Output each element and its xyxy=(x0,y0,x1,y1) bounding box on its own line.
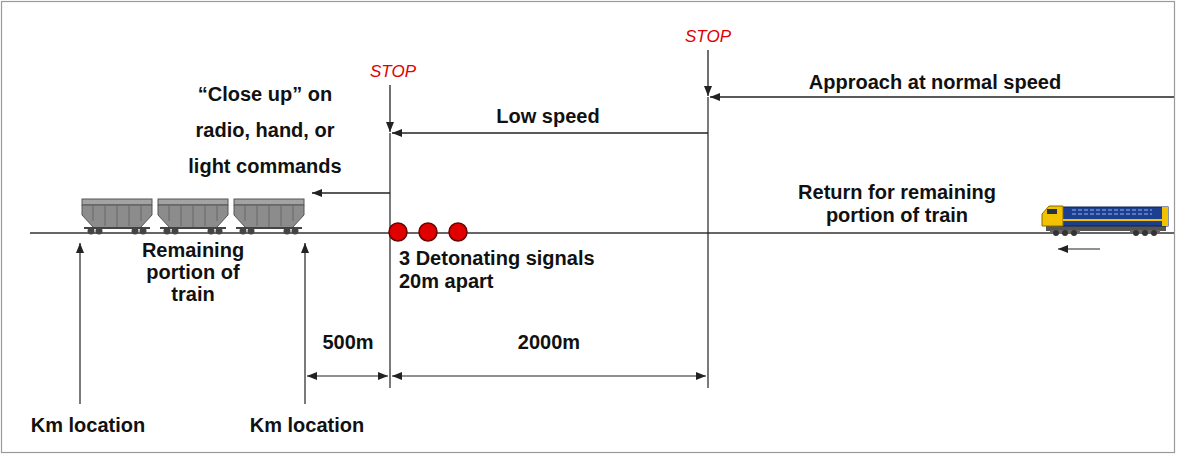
wheel xyxy=(132,228,139,235)
hopper-wagon xyxy=(158,199,228,235)
rail-track xyxy=(30,232,1174,234)
wheel xyxy=(172,228,179,235)
wagon-frame xyxy=(84,227,150,229)
stop-arrow xyxy=(389,85,390,132)
loco-rear xyxy=(1162,207,1168,226)
loco-nose xyxy=(1042,206,1063,226)
label-text: Approach at normal speed xyxy=(809,70,1061,94)
label-text: Km location xyxy=(250,413,364,437)
wheel xyxy=(140,228,147,235)
location-label: Km location xyxy=(250,413,364,437)
instruction-label: Return for remaining portion of train xyxy=(782,181,1012,227)
speed-label: Low speed xyxy=(496,104,599,128)
wagon-frame xyxy=(160,227,226,229)
wagon-ribs xyxy=(169,205,217,228)
km-pointer xyxy=(304,243,305,404)
detonator xyxy=(449,223,467,241)
wagon-rim xyxy=(82,199,152,205)
label-text: 2000m xyxy=(518,330,580,354)
wheel xyxy=(1071,230,1077,236)
label-text: 500m xyxy=(322,330,373,354)
stop-arrow xyxy=(707,50,708,96)
wagon-rim xyxy=(234,199,304,205)
label-text: STOP xyxy=(370,62,416,82)
label-text: Remaining portion of train xyxy=(137,239,249,305)
hopper-wagon xyxy=(234,199,304,235)
wheel xyxy=(1133,230,1139,236)
wheel xyxy=(164,228,171,235)
dimension-line xyxy=(392,375,706,376)
loco-grilles xyxy=(1072,210,1152,214)
instruction-label: “Close up” on radio, hand, or light comm… xyxy=(180,76,350,184)
approach-arrow xyxy=(710,96,1174,97)
speed-label: Approach at normal speed xyxy=(809,70,1061,94)
km-pointer xyxy=(79,243,80,404)
loco-body xyxy=(1060,207,1168,226)
dimension-label: 500m xyxy=(322,330,373,354)
loco-stripe xyxy=(1063,219,1162,221)
wheel xyxy=(88,228,95,235)
wheel xyxy=(240,228,247,235)
wheel xyxy=(208,228,215,235)
train-label: Remaining portion of train xyxy=(137,239,249,305)
label-text: “Close up” on radio, hand, or light comm… xyxy=(180,76,350,184)
stop-label: STOP xyxy=(370,62,416,82)
low-speed-arrow xyxy=(392,132,708,133)
wheel xyxy=(1053,230,1059,236)
wheel xyxy=(1142,230,1148,236)
extension-line xyxy=(389,133,390,388)
wheel xyxy=(248,228,255,235)
dimension-line xyxy=(307,375,388,376)
location-label: Km location xyxy=(31,413,145,437)
label-text: Return for remaining portion of train xyxy=(782,181,1012,227)
label-text: 3 Detonating signals 20m apart xyxy=(399,247,614,293)
label-text: Low speed xyxy=(496,104,599,128)
direction-arrow xyxy=(1058,249,1100,250)
loco-window xyxy=(1047,209,1057,214)
extension-line xyxy=(707,97,708,388)
hopper-wagon xyxy=(82,199,152,235)
wheel xyxy=(284,228,291,235)
locomotive xyxy=(1042,206,1168,236)
wheel xyxy=(1062,230,1068,236)
wheel xyxy=(292,228,299,235)
wagon-ribs xyxy=(93,205,141,228)
wheel xyxy=(96,228,103,235)
dimension-label: 2000m xyxy=(518,330,580,354)
wagon-rim xyxy=(158,199,228,205)
wagon-ribs xyxy=(245,205,293,228)
wheel xyxy=(216,228,223,235)
close-up-arrow xyxy=(312,192,390,193)
label-text: STOP xyxy=(685,27,731,47)
label-text: Km location xyxy=(31,413,145,437)
stop-label: STOP xyxy=(685,27,731,47)
wagon-body xyxy=(82,205,152,228)
signal-label: 3 Detonating signals 20m apart xyxy=(399,247,614,293)
wheel xyxy=(1151,230,1157,236)
detonator xyxy=(389,223,407,241)
wagon-body xyxy=(234,205,304,228)
wagon-frame xyxy=(236,227,302,229)
wagon-body xyxy=(158,205,228,228)
detonator xyxy=(419,223,437,241)
